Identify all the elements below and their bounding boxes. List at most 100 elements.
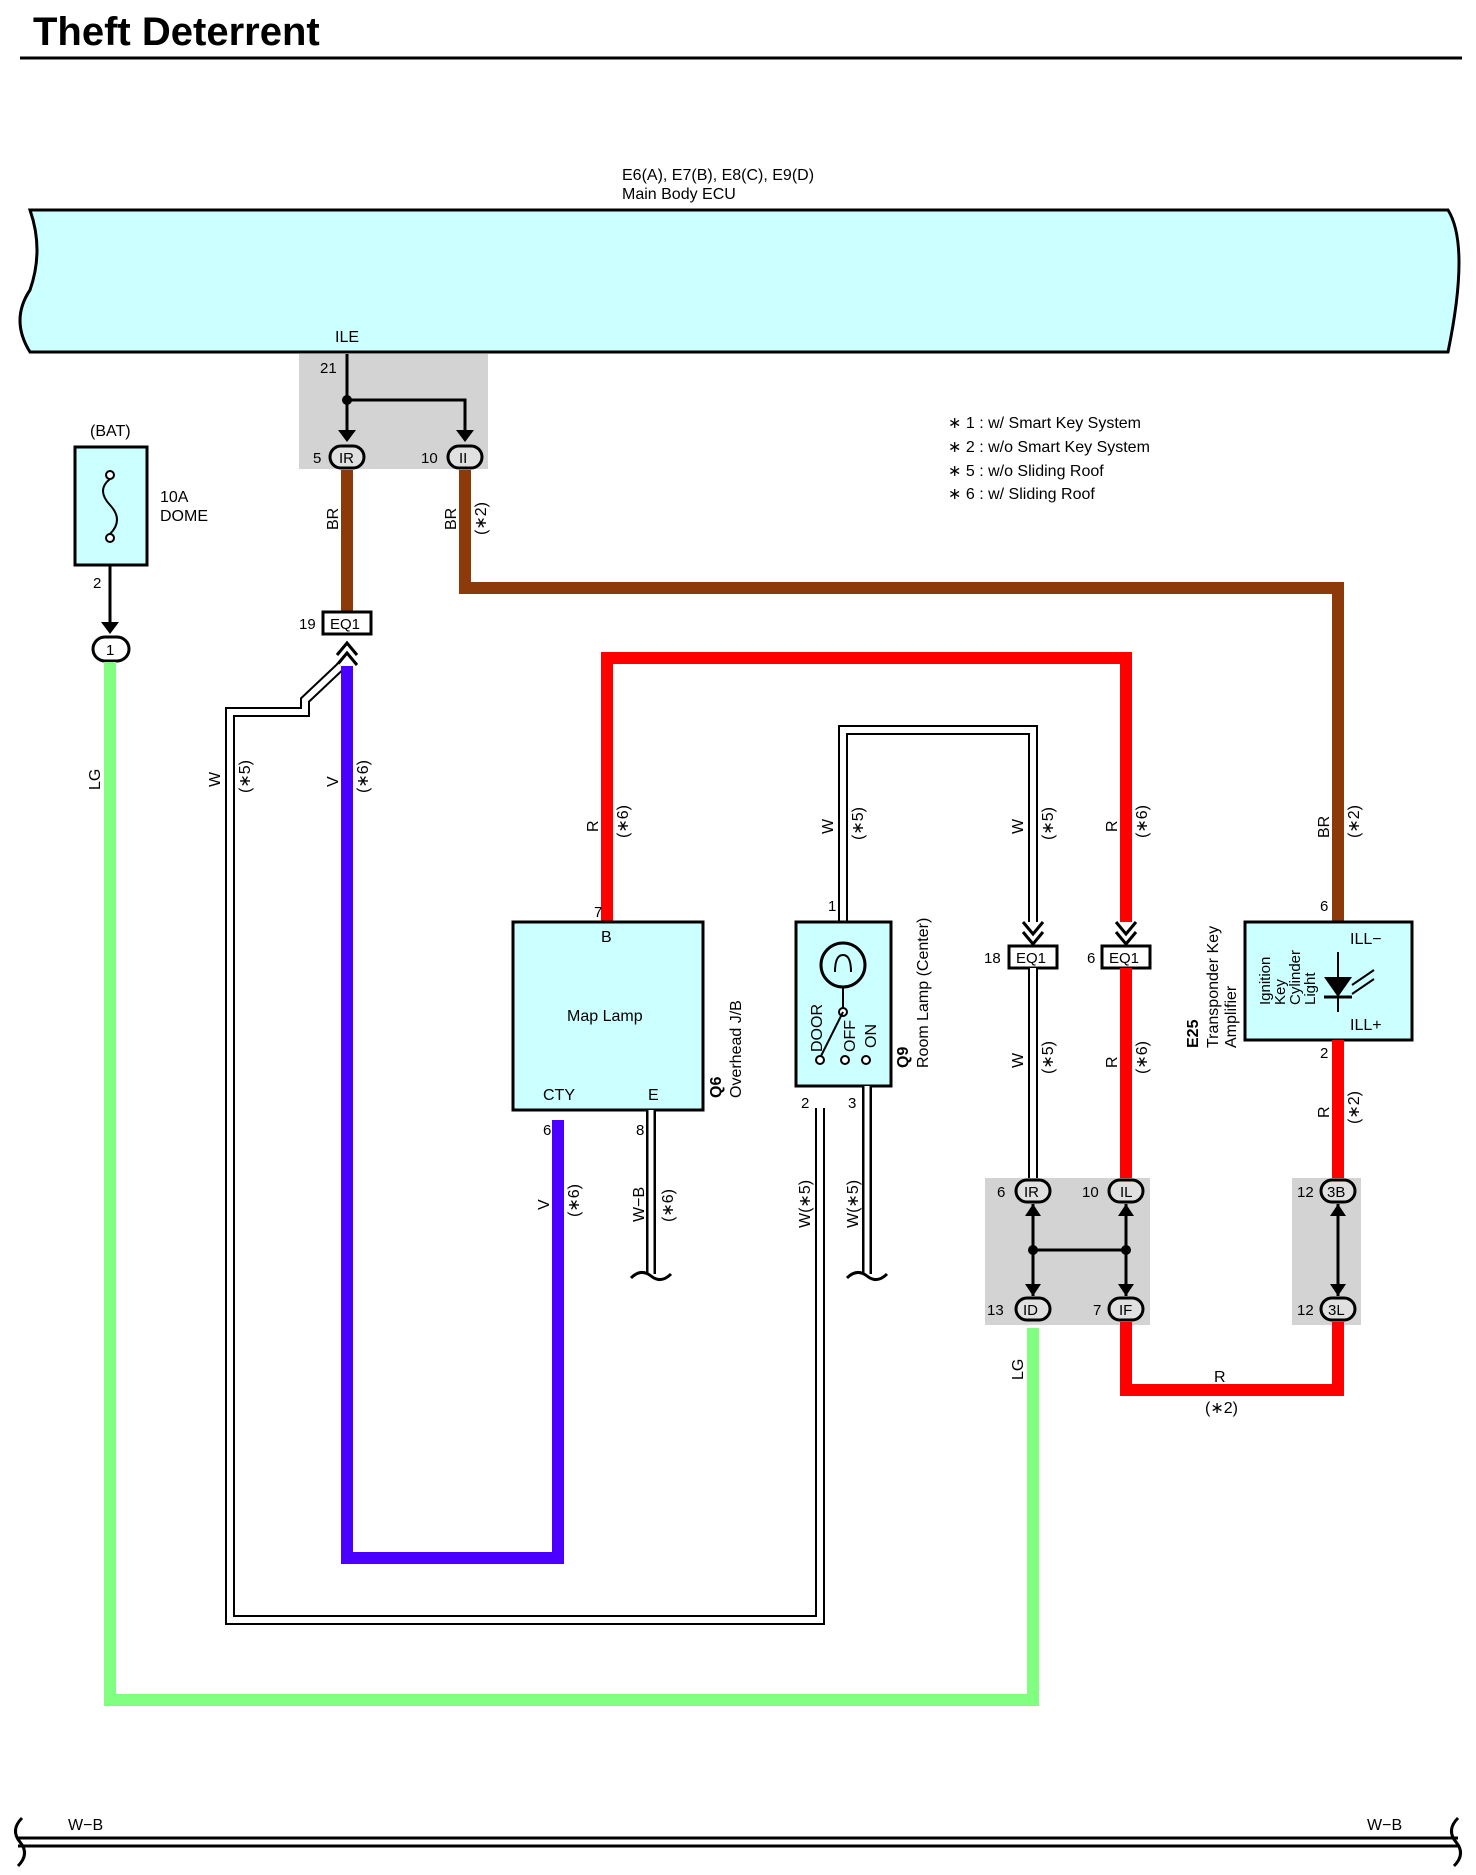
tag-id: ID [1023,1302,1038,1319]
light-text-2: Key [1272,979,1289,1005]
tag-3l: 3L [1328,1302,1345,1319]
wire-r-top [601,652,1132,922]
label-wb-map: W−B [631,1187,648,1222]
label-w5-room2: W(∗5) [797,1180,814,1228]
tag-eq1-19: EQ1 [330,616,360,633]
chevron-eq1-6 [1114,921,1138,937]
map-lamp [511,920,705,1112]
ile-branch [347,398,467,440]
arrow-up [1330,1204,1346,1216]
note-5: ∗ 5 : w/o Sliding Roof [948,463,1104,480]
tag-il: IL [1120,1184,1133,1201]
label-br-trans-note: (∗2) [1346,805,1363,838]
switch-door: DOOR [809,1004,826,1052]
map-lamp-e: E [648,1087,659,1104]
label-v-bottom-note: (∗6) [566,1184,583,1217]
label-w-ir: W [1010,1052,1027,1068]
ecu-pin-21: 21 [320,360,337,377]
tag-eq1-18: EQ1 [1016,950,1046,967]
tag-eq1-6: EQ1 [1109,950,1139,967]
label-br-right: BR [443,508,460,530]
tag-3b: 3B [1327,1184,1345,1201]
map-lamp-pin-6: 6 [543,1122,551,1139]
arrow-down [1025,1284,1041,1296]
label-r-maplamp: R [585,820,602,832]
fuse-name: DOME [160,508,208,525]
label-r-bottom: R [1214,1369,1226,1386]
pin-ir-6: 6 [997,1184,1005,1201]
room-lamp-code: Q9 [895,1047,912,1068]
arrow-up [1118,1204,1134,1216]
label-w-room: W [820,818,837,834]
chevron-eq1-18 [1021,921,1045,937]
wire-br-right [459,470,1344,922]
label-w-room-note: (∗5) [850,807,867,840]
arrow-down [1118,1284,1134,1296]
switch-off-contact [840,1055,850,1065]
label-v-top-note: (∗6) [355,760,372,793]
wire-w-room [840,727,1036,922]
light-text-1: Ignition [1257,957,1274,1005]
label-r-eq1-note: (∗6) [1134,805,1151,838]
fuse-pin-2: 2 [93,575,101,592]
label-r-3b: R [1316,1106,1333,1118]
label-v-top: V [325,776,342,787]
transponder-ill-minus: ILL− [1350,931,1382,948]
label-r-bottom-note: (∗2) [1205,1400,1238,1417]
map-lamp-code: Q6 [708,1077,725,1098]
map-lamp-name: Overhead J/B [728,1000,745,1098]
chevron-eq1-18 [1021,931,1045,947]
label-w-left-note: (∗5) [237,760,254,793]
wire-v [341,666,564,1564]
arrow-ii [456,430,474,442]
label-r-eq1: R [1104,820,1121,832]
note-6: ∗ 6 : w/ Sliding Roof [948,486,1095,503]
wire-break [845,1271,889,1281]
pin-10: 10 [421,450,438,467]
fuse-terminal [105,470,115,480]
connector-il [1107,1178,1145,1204]
wire-lg [104,662,1039,1706]
label-lg-left: LG [87,769,104,790]
label-v-bottom: V [536,1199,553,1210]
led-ray [1351,969,1375,986]
connector-eq1-19 [321,610,373,636]
bulb-filament [834,953,852,973]
tag-ir-bottom: IR [1024,1184,1039,1201]
fuse-rating: 10A [160,489,189,506]
fuse-terminal [105,533,115,543]
light-text-3: Cylinder [1287,950,1304,1005]
pin-3l-12: 12 [1297,1302,1314,1319]
wire-r-bottom [1120,1322,1344,1396]
label-wb-bus-right: W−B [1367,1817,1402,1834]
room-lamp-pin-1: 1 [828,898,836,915]
room-lamp-name: Room Lamp (Center) [915,918,932,1068]
pin-18: 18 [984,950,1001,967]
chevron-eq1-6 [1114,931,1138,947]
connector-3b [1319,1178,1357,1204]
pin-il-10: 10 [1082,1184,1099,1201]
pin-6: 6 [1087,950,1095,967]
note-2: ∗ 2 : w/o Smart Key System [948,439,1150,456]
label-w-left: W [207,771,224,787]
connector-ii-top [446,444,484,470]
led-icon [1324,977,1352,997]
ecu-name: Main Body ECU [622,186,736,203]
arrow-ir [338,430,356,442]
switch-on: ON [863,1024,880,1048]
connector-3l [1319,1296,1357,1322]
wire-break [629,1271,673,1281]
label-br-trans: BR [1316,816,1333,838]
light-text-4: Light [1302,972,1319,1005]
label-wb-map-note: (∗6) [660,1189,677,1222]
led-ray [1351,978,1375,995]
arrow-down [1330,1284,1346,1296]
tag-ii-top: II [459,450,467,467]
connector-ir-top [328,444,366,470]
pin-5: 5 [313,450,321,467]
wire-w [227,663,823,1623]
transponder-pin-6: 6 [1320,898,1328,915]
map-lamp-label: Map Lamp [567,1008,643,1025]
pin-if-7: 7 [1093,1302,1101,1319]
